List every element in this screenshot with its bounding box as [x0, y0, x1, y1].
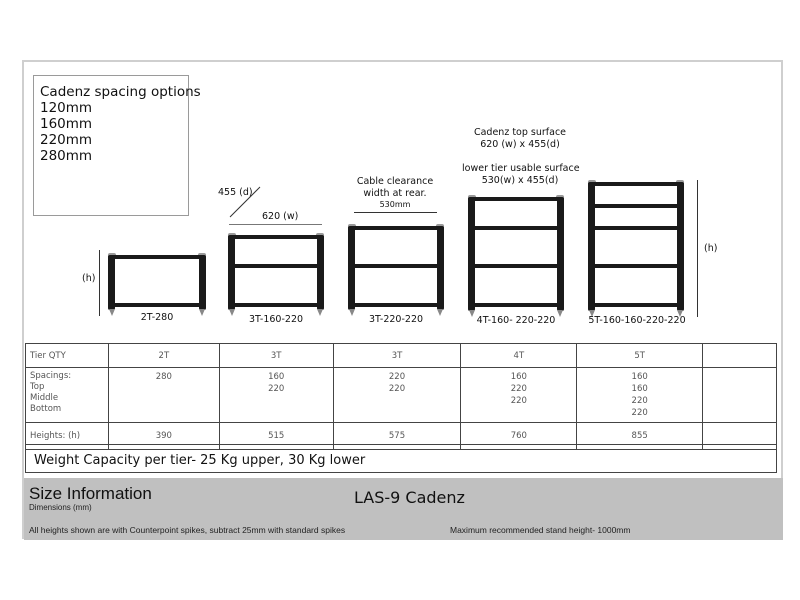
top-surface-label: Cadenz top surface: [473, 127, 567, 138]
spacing-value: 220: [510, 396, 527, 406]
max-height-note: Maximum recommended stand height- 1000mm: [450, 525, 631, 535]
height-line-right: [697, 180, 698, 317]
spacing-options-title: Cadenz spacing options: [40, 84, 201, 100]
cell-empty: [702, 422, 777, 450]
cell-tier: 4T: [460, 343, 578, 368]
footer-bar: Size Information Dimensions (mm) LAS-9 C…: [24, 478, 783, 540]
cable-clearance-label: Cable clearance: [356, 176, 434, 187]
spacing-option: 280mm: [40, 148, 93, 164]
cell-tier: 2T: [107, 343, 220, 368]
cell-empty: [702, 367, 777, 423]
cell-tier: 5T: [576, 343, 704, 368]
cell-tier: 3T: [218, 343, 334, 368]
cell-empty: [702, 343, 777, 368]
spacing-value: 160: [631, 372, 648, 382]
spacing-options-box: Cadenz spacing options 120mm 160mm 220mm…: [33, 75, 201, 216]
cell-height: 855: [576, 422, 704, 450]
spacings-bottom-label: Bottom: [30, 404, 62, 414]
document-frame: [22, 60, 783, 539]
row-header-heights: Heights: (h): [25, 422, 109, 450]
spikes-note: All heights shown are with Counterpoint …: [29, 525, 346, 535]
row-header-tier-qty: Tier QTY: [25, 343, 109, 368]
spacing-value: 280: [155, 372, 172, 382]
footer-title: Size Information: [29, 484, 152, 503]
spacing-value: 220: [631, 396, 648, 406]
depth-line: [229, 186, 261, 218]
cell-height: 575: [332, 422, 462, 450]
height-label-right: (h): [704, 243, 718, 254]
lower-tier-dims: 530(w) x 455(d): [481, 175, 559, 186]
top-surface-dims: 620 (w) x 455(d): [480, 139, 560, 150]
spacing-option: 160mm: [40, 116, 93, 132]
spacing-value: 160: [268, 372, 285, 382]
cell-height: 760: [460, 422, 578, 450]
spacing-value: 220: [510, 384, 527, 394]
height-line-left: [99, 250, 100, 316]
rack-2t-280: [108, 253, 206, 316]
rack-label: 4T-160- 220-220: [476, 315, 556, 326]
cell-height: 390: [107, 422, 220, 450]
rack-3t-220-220: [348, 224, 444, 316]
rack-label: 3T-160-220: [248, 314, 304, 325]
spacings-label: Spacings:: [30, 371, 72, 381]
spacing-value: 160: [510, 372, 527, 382]
rack-label: 3T-220-220: [368, 314, 424, 325]
spec-table: Tier QTY 2T 3T 3T 4T 5T Spacings: Top Mi…: [25, 343, 777, 450]
cell-height: 515: [218, 422, 334, 450]
cell-tier: 3T: [332, 343, 462, 368]
spacings-top-label: Top: [30, 382, 45, 392]
product-name: LAS-9 Cadenz: [354, 488, 465, 507]
cell-spacings: 160 160 220 220: [576, 367, 704, 423]
footer-subtitle: Dimensions (mm): [29, 503, 92, 512]
table-row-heights: Heights: (h) 390 515 575 760 855: [25, 422, 777, 450]
table-row-tier-qty: Tier QTY 2T 3T 3T 4T 5T: [25, 343, 777, 368]
spacing-value: 160: [631, 384, 648, 394]
width-label: 620 (w): [262, 211, 299, 222]
spacing-value: 220: [388, 372, 406, 382]
rack-label: 5T-160-160-220-220: [588, 315, 686, 326]
weight-capacity: Weight Capacity per tier- 25 Kg upper, 3…: [25, 444, 777, 473]
cell-spacings: 160 220 220: [460, 367, 578, 423]
cable-clearance-line: [354, 212, 437, 213]
rack-4t-160-220-220: [468, 195, 564, 317]
rack-5t-160-160-220-220: [588, 180, 684, 317]
height-label-left: (h): [82, 273, 96, 284]
spacings-middle-label: Middle: [30, 393, 59, 403]
spacing-value: 220: [631, 408, 648, 418]
spacing-option: 220mm: [40, 132, 93, 148]
rack-label: 2T-280: [140, 312, 174, 323]
lower-tier-label: lower tier usable surface: [462, 163, 580, 174]
spacing-value: 220: [268, 384, 285, 394]
cell-spacings: 280: [107, 367, 220, 423]
cable-clearance-label-2: width at rear.: [363, 188, 427, 199]
depth-label: 455 (d): [218, 187, 253, 198]
cable-clearance-value: 530mm: [379, 200, 411, 209]
width-line: [229, 224, 322, 225]
spacing-option: 120mm: [40, 100, 93, 116]
rack-3t-160-220: [228, 233, 324, 316]
row-header-spacings: Spacings: Top Middle Bottom: [25, 367, 109, 423]
spacing-value: 220: [388, 384, 406, 394]
